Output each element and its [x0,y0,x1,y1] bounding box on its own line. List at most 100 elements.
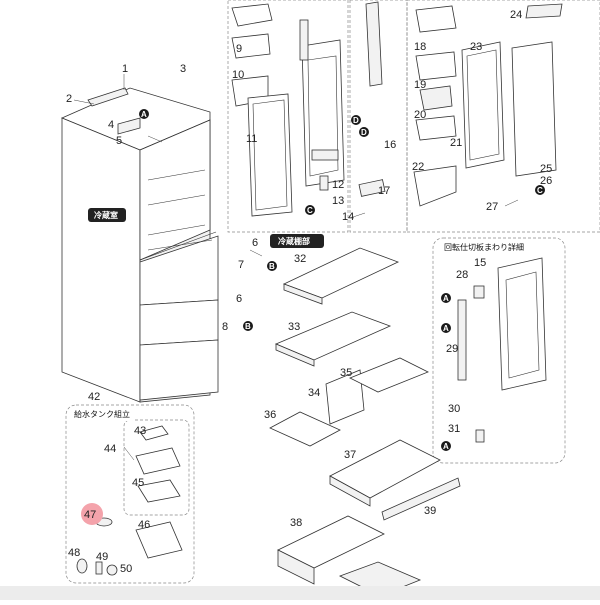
marker-a-4: A [441,441,451,451]
footer-bar [0,586,600,600]
marker-d-1: D [351,115,361,125]
part-39-label: 39 [424,505,436,517]
svg-text:D: D [361,128,367,137]
part-13-label: 13 [332,195,344,207]
part-46-label: 46 [138,519,150,531]
part-45-label: 45 [132,477,144,489]
svg-text:D: D [353,116,359,125]
water-tank-inner-box [123,419,190,516]
part-14-label: 14 [342,211,354,223]
part-48-label: 48 [68,547,80,559]
part-number-labels: 1 2 3 4 5 6 6 7 8 9 10 11 12 13 14 15 16… [66,9,552,575]
part-17-label: 17 [378,185,390,197]
marker-c-2: C [535,185,545,195]
part-32-label: 32 [294,253,306,265]
water-tank-box [65,404,195,584]
svg-text:A: A [443,324,449,333]
divider-detail-box [432,237,566,464]
door-panel-center [299,19,386,197]
part-27-label: 27 [486,201,498,213]
part-6a-label: 6 [252,237,258,249]
part-4-label: 4 [108,119,114,131]
svg-text:C: C [307,206,313,215]
svg-text:給水タンク組立: 給水タンク組立 [74,409,130,419]
highlight-circle [81,503,103,525]
part-12-label: 12 [332,179,344,191]
shelf-32 [282,247,400,305]
part-6b-label: 6 [236,293,242,305]
door-group-box-left [227,0,349,233]
svg-text:C: C [537,186,543,195]
part-23-label: 23 [470,41,482,53]
part-5-label: 5 [116,135,122,147]
part-1-label: 1 [122,63,128,75]
part-22-label: 22 [412,161,424,173]
marker-b-1: B [267,261,277,271]
part-24-label: 24 [510,9,522,21]
part-33-label: 33 [288,321,300,333]
svg-text:B: B [245,322,251,331]
part-47-highlight[interactable]: 47 [81,503,103,525]
part-39-rail [381,477,461,521]
svg-text:回転仕切板まわり詳細: 回転仕切板まわり詳細 [444,242,524,252]
part-47-label: 47 [84,509,96,521]
shelf-33 [274,311,392,367]
marker-a-3: A [441,323,451,333]
part-21-label: 21 [450,137,462,149]
part-35-label: 35 [340,367,352,379]
part-30-label: 30 [448,403,460,415]
part-43-label: 43 [134,425,146,437]
water-tank-label: 給水タンク組立 [70,407,134,421]
part-8-label: 8 [222,321,228,333]
part-28-label: 28 [456,269,468,281]
part-44-label: 44 [104,443,116,455]
part-37-label: 37 [344,449,356,461]
part-19-label: 19 [414,79,426,91]
part-3-label: 3 [180,63,186,75]
part-10-label: 10 [232,69,244,81]
marker-b-2: B [243,321,253,331]
svg-text:冷蔵室: 冷蔵室 [94,210,118,220]
part-18-label: 18 [414,41,426,53]
part-20-label: 20 [414,109,426,121]
water-tank-parts [76,425,183,576]
part-2-label: 2 [66,93,72,105]
right-door-parts [413,3,563,207]
svg-text:A: A [443,294,449,303]
part-15b-label: 15 [474,257,486,269]
marker-c-1: C [305,205,315,215]
refrigerator-body [60,87,219,403]
marker-a-1: A [139,109,149,119]
door-hinge-strip [365,1,383,87]
svg-text:冷蔵棚部: 冷蔵棚部 [278,236,310,246]
door-group-box-right [406,0,600,233]
door-group-box-mid [349,0,408,233]
part-31-label: 31 [448,423,460,435]
divider-detail-label: 回転仕切板まわり詳細 [440,240,526,254]
part-34-35 [325,357,429,425]
part-11-label: 11 [246,133,257,145]
part-29-label: 29 [446,343,458,355]
part-49-label: 49 [96,551,108,563]
part-7-label: 7 [238,259,244,271]
svg-text:A: A [141,110,147,119]
part-50-label: 50 [120,563,132,575]
shelf-36 [269,411,341,447]
marker-d-2: D [359,127,369,137]
upper-door-shelves [231,3,293,217]
part-25-label: 25 [540,163,552,175]
svg-text:B: B [269,262,275,271]
part-42-label: 42 [88,391,100,403]
part-16-label: 16 [384,139,396,151]
divider-assembly [457,257,547,443]
part-34-label: 34 [308,387,320,399]
svg-text:A: A [443,442,449,451]
fridge-label: 冷蔵室 [88,208,126,222]
part-36-label: 36 [264,409,276,421]
marker-a-2: A [441,293,451,303]
part-38-label: 38 [290,517,302,529]
part-9-label: 9 [236,43,242,55]
marker-bubbles: A B B D D C C A A A [139,109,545,451]
